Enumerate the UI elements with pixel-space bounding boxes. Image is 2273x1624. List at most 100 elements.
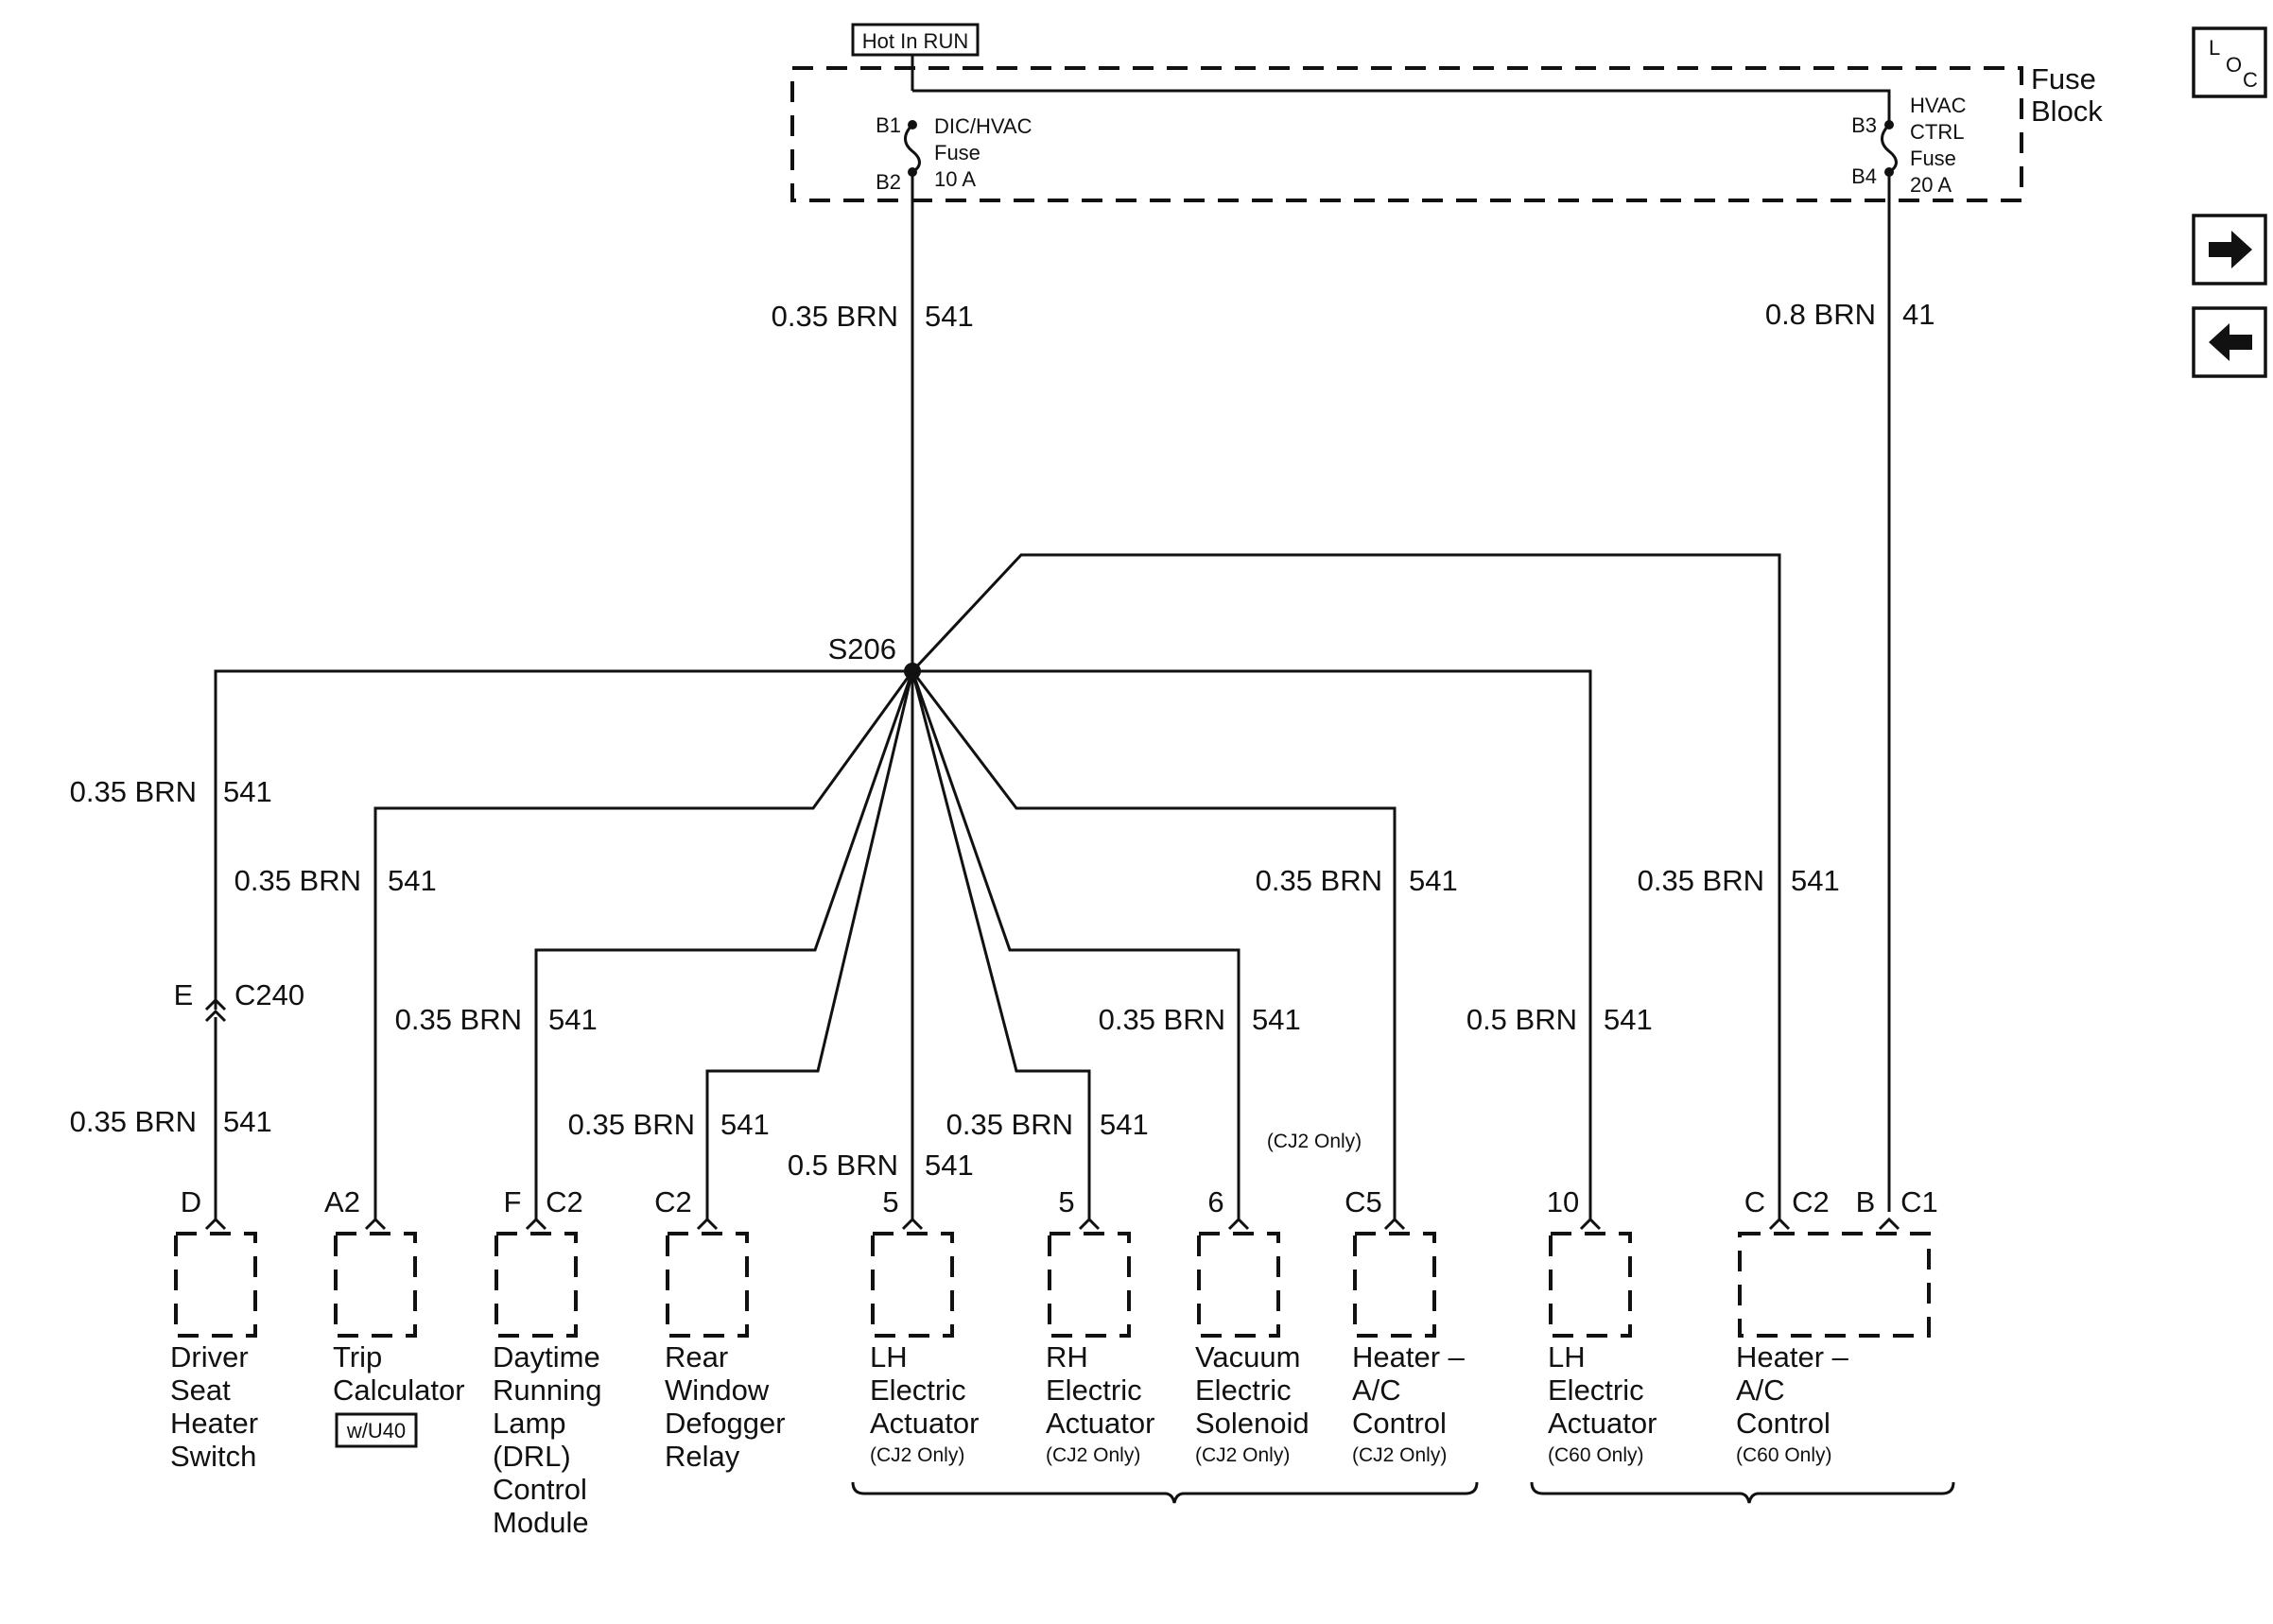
- svg-text:(CJ2 Only): (CJ2 Only): [1352, 1444, 1447, 1466]
- rh-cj2-pin-connector: [1078, 1217, 1101, 1231]
- drl-control-module-box: [495, 1232, 578, 1338]
- left-arrow-icon: [2209, 323, 2252, 361]
- wire-to-heater-c60: [911, 553, 1781, 1219]
- wire-to-rear-defog: [705, 670, 914, 1219]
- previous-page-button[interactable]: [2192, 306, 2267, 378]
- fuse-left-name-2: Fuse: [934, 141, 980, 164]
- driver-lower-circuit: 541: [223, 1105, 272, 1138]
- wire-to-vacuum: [911, 670, 1241, 1219]
- heater-c60-c1-pin-connector: [1878, 1217, 1900, 1231]
- heater-cj2-pin: C5: [1345, 1185, 1382, 1218]
- fuse-left-pin-bottom: B2: [876, 170, 901, 194]
- svg-text:Control: Control: [1352, 1407, 1447, 1440]
- fuse-right-pin-top: B3: [1851, 113, 1877, 137]
- svg-text:(DRL): (DRL): [493, 1440, 571, 1473]
- svg-text:Trip: Trip: [333, 1340, 382, 1373]
- driver-seat-heater-switch-label: Driver Seat Heater Switch: [170, 1340, 258, 1473]
- fuse-right-name-2: CTRL: [1910, 120, 1964, 144]
- svg-text:Heater –: Heater –: [1352, 1340, 1466, 1373]
- hot-in-run-label: Hot In RUN: [862, 29, 968, 53]
- lh-cj2-gauge: 0.5 BRN: [788, 1149, 898, 1182]
- heater-ac-control-cj2-label: Heater – A/C Control (CJ2 Only): [1352, 1340, 1466, 1466]
- next-page-button[interactable]: [2192, 214, 2267, 285]
- trip-circuit: 541: [388, 864, 437, 897]
- svg-text:Defogger: Defogger: [665, 1407, 786, 1440]
- driver-seat-heater-switch-box: [174, 1232, 257, 1338]
- pin-connectors: [204, 1217, 1900, 1231]
- wire-to-heater-cj2: [911, 670, 1397, 1219]
- wire-41-gauge: 0.8 BRN: [1765, 298, 1876, 331]
- wire-to-drl: [534, 670, 914, 1219]
- trip-pin: A2: [324, 1185, 360, 1218]
- heater-c60-c2-pin-connector: [1768, 1217, 1791, 1231]
- fuse-right-name-1: HVAC: [1910, 94, 1967, 117]
- svg-text:Actuator: Actuator: [870, 1407, 979, 1440]
- lh-actuator-cj2-box: [871, 1232, 954, 1338]
- fuse-left-rating: 10 A: [934, 167, 976, 191]
- component-boxes: [174, 1232, 1931, 1338]
- fuse-block-outline: [790, 66, 2023, 202]
- drl-connector: C2: [546, 1185, 583, 1218]
- svg-text:Electric: Electric: [1046, 1373, 1142, 1407]
- svg-text:Seat: Seat: [170, 1373, 231, 1407]
- c60-group-brace: [1530, 1481, 1955, 1504]
- heater-ac-control-c60-box: [1738, 1232, 1931, 1338]
- loc-letter-l: L: [2209, 36, 2220, 60]
- svg-text:Module: Module: [493, 1506, 589, 1539]
- driver-lower-gauge: 0.35 BRN: [70, 1105, 197, 1138]
- hot-bus-wire: [912, 89, 1891, 125]
- svg-text:Electric: Electric: [870, 1373, 966, 1407]
- drl-control-module-label: Daytime Running Lamp (DRL) Control Modul…: [493, 1340, 601, 1539]
- svg-text:Actuator: Actuator: [1548, 1407, 1657, 1440]
- wire-to-trip: [373, 670, 914, 1219]
- option-w-u40: w/U40: [346, 1419, 406, 1443]
- driver-pin: D: [181, 1185, 201, 1218]
- heater-c60-gauge: 0.35 BRN: [1638, 864, 1764, 897]
- vacuum-solenoid-label: Vacuum Electric Solenoid (CJ2 Only): [1195, 1340, 1310, 1466]
- wire-to-lh-c60: [912, 669, 1592, 1219]
- driver-pin-connector: [204, 1217, 227, 1231]
- c240-name: C240: [234, 978, 304, 1011]
- svg-text:(CJ2 Only): (CJ2 Only): [1046, 1444, 1140, 1466]
- drl-gauge: 0.35 BRN: [395, 1003, 522, 1036]
- svg-text:Window: Window: [665, 1373, 770, 1407]
- driver-upper-circuit: 541: [223, 775, 272, 808]
- hot-in-run-box: [851, 23, 980, 57]
- trip-gauge: 0.35 BRN: [234, 864, 361, 897]
- c240-connector-upper: [204, 997, 227, 1011]
- svg-text:(C60 Only): (C60 Only): [1548, 1444, 1644, 1466]
- vacuum-pin-connector: [1227, 1217, 1250, 1231]
- svg-text:Lamp: Lamp: [493, 1407, 566, 1440]
- wire-to-c240: [214, 669, 912, 1010]
- svg-text:Heater –: Heater –: [1736, 1340, 1849, 1373]
- c240-connector-lower: [204, 1009, 227, 1023]
- svg-text:Actuator: Actuator: [1046, 1407, 1154, 1440]
- fuse-right-name-3: Fuse: [1910, 147, 1956, 170]
- rear-defog-circuit: 541: [720, 1108, 770, 1141]
- svg-text:Control: Control: [1736, 1407, 1831, 1440]
- option-w-u40-box: [335, 1412, 418, 1448]
- vacuum-solenoid-box: [1197, 1232, 1280, 1338]
- fuse-block-label-1: Fuse: [2031, 62, 2096, 95]
- fuse-left-element: [904, 123, 921, 174]
- lh-actuator-cj2-label: LH Electric Actuator (CJ2 Only): [870, 1340, 979, 1466]
- wire-to-rh-cj2: [911, 670, 1091, 1219]
- main-wire-541-circuit: 541: [925, 300, 974, 333]
- rear-defog-pin-connector: [696, 1217, 719, 1231]
- lh-c60-circuit: 541: [1604, 1003, 1653, 1036]
- rear-defog-gauge: 0.35 BRN: [568, 1108, 695, 1141]
- svg-text:Vacuum: Vacuum: [1195, 1340, 1300, 1373]
- location-view-button[interactable]: L O C: [2192, 26, 2267, 98]
- drl-pin: F: [504, 1185, 522, 1218]
- heater-c60-circuit: 541: [1791, 864, 1840, 897]
- cj2-only-note: (CJ2 Only): [1267, 1131, 1362, 1152]
- rear-window-defogger-relay-box: [666, 1232, 749, 1338]
- svg-text:Daytime: Daytime: [493, 1340, 600, 1373]
- fuse-right-rating: 20 A: [1910, 173, 1952, 197]
- vacuum-circuit: 541: [1252, 1003, 1301, 1036]
- svg-text:Running: Running: [493, 1373, 601, 1407]
- heater-c60-pin-b: B: [1856, 1185, 1876, 1218]
- heater-cj2-pin-connector: [1383, 1217, 1406, 1231]
- lh-c60-pin: 10: [1547, 1185, 1579, 1218]
